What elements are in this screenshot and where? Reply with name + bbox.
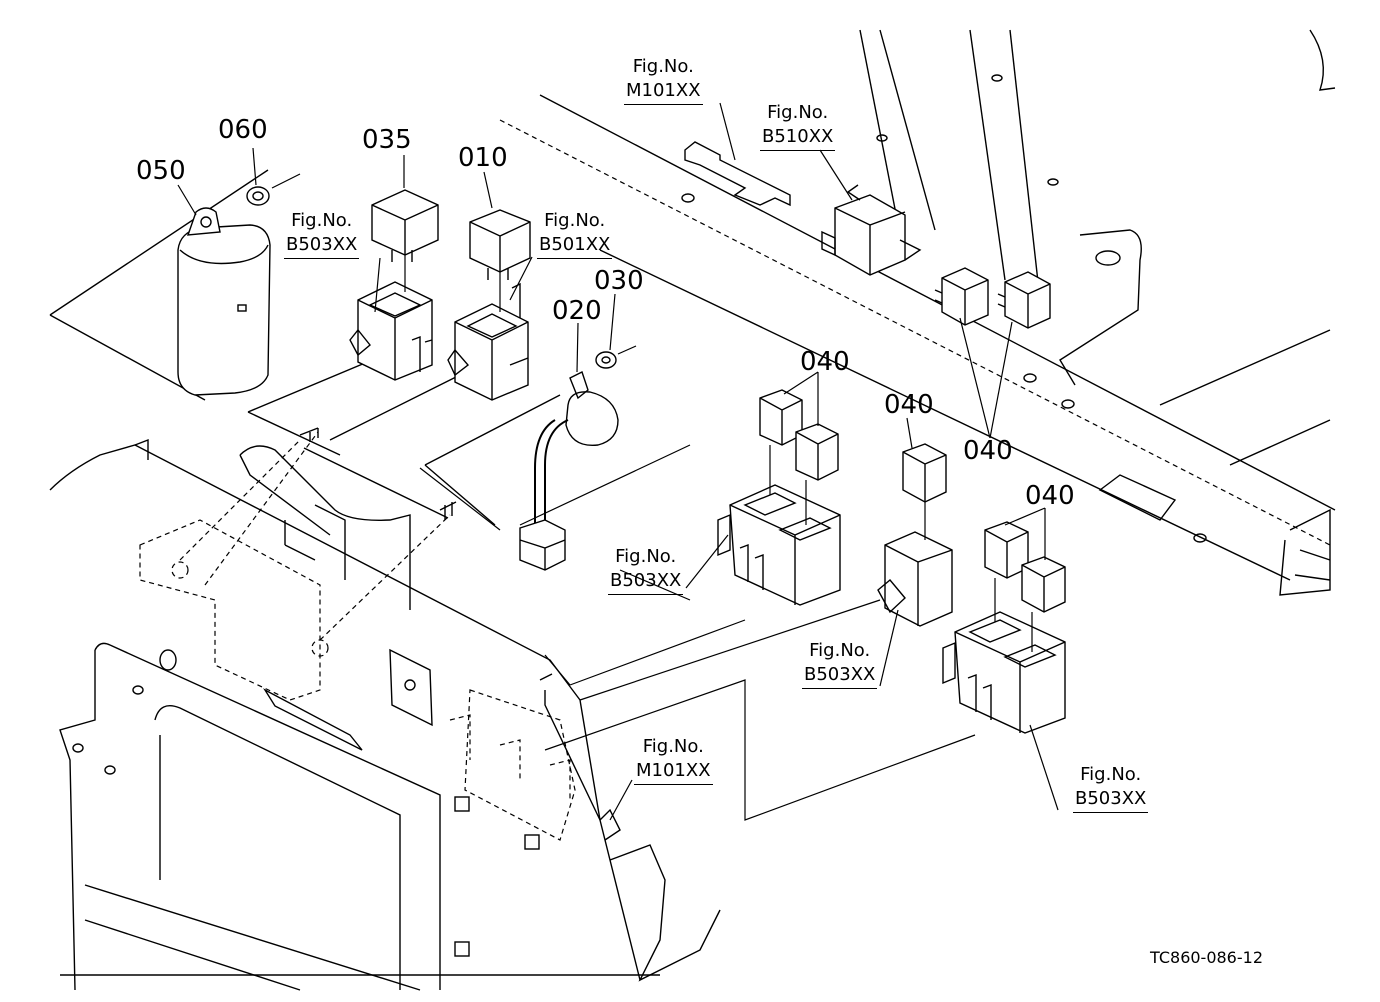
placement-lines xyxy=(404,255,1033,821)
fig-ref-b510: Fig.No. B510XX xyxy=(760,101,836,151)
relay-socket-b501 xyxy=(447,282,529,401)
fig-label: Fig.No. xyxy=(615,546,677,567)
fig-ref-m101-top: Fig.No. M101XX xyxy=(624,55,703,105)
fig-code: B501XX xyxy=(537,233,613,259)
fig-label: Fig.No. xyxy=(809,640,871,661)
part-number-030: 030 xyxy=(594,266,644,296)
fig-code: B503XX xyxy=(284,233,360,259)
fig-label: Fig.No. xyxy=(544,210,606,231)
relay-board-outline xyxy=(49,169,561,526)
fig-ref-b503-left: Fig.No. B503XX xyxy=(608,545,684,595)
lower-panel xyxy=(49,438,721,991)
fig-label: Fig.No. xyxy=(1080,764,1142,785)
fig-ref-b503-right: Fig.No. B503XX xyxy=(1073,763,1149,813)
relay-socket-b503-left xyxy=(717,484,841,606)
part-number-060: 060 xyxy=(218,115,268,145)
relay-on-frame-2 xyxy=(997,271,1051,329)
relay-040-pair-right xyxy=(984,521,1066,613)
relay-socket-b503-right xyxy=(942,611,1066,734)
part-number-020: 020 xyxy=(552,296,602,326)
fig-ref-m101-bottom: Fig.No. M101XX xyxy=(634,735,713,785)
nut-030 xyxy=(595,345,637,369)
fig-label: Fig.No. xyxy=(632,56,694,77)
relay-socket-b503-top xyxy=(349,281,433,381)
relay-040-pair-left xyxy=(759,389,839,481)
relay-socket-b503-mid xyxy=(877,531,953,627)
fig-label: Fig.No. xyxy=(291,210,353,231)
part-number-040-frame: 040 xyxy=(963,436,1013,466)
part-number-010: 010 xyxy=(458,143,508,173)
leader-lines xyxy=(177,102,1059,821)
relay-035 xyxy=(371,189,439,262)
sensor-020 xyxy=(519,371,619,571)
part-number-040-left: 040 xyxy=(800,347,850,377)
part-number-040-right: 040 xyxy=(1025,481,1075,511)
part-number-035: 035 xyxy=(362,125,412,155)
fig-label: Fig.No. xyxy=(642,736,704,757)
fig-code: B503XX xyxy=(608,569,684,595)
drawing-id: TC860-086-12 xyxy=(1150,948,1263,967)
part-number-050: 050 xyxy=(136,156,186,186)
part-number-040-middle: 040 xyxy=(884,390,934,420)
flasher-unit-050 xyxy=(177,207,271,396)
harness-bracket-top xyxy=(684,141,791,207)
fig-code: B510XX xyxy=(760,125,836,151)
relay-010 xyxy=(469,209,531,280)
fig-label: Fig.No. xyxy=(767,102,829,123)
frame-crossmember xyxy=(499,29,1336,596)
fig-ref-b503-mid: Fig.No. B503XX xyxy=(802,639,878,689)
fig-ref-b503-top: Fig.No. B503XX xyxy=(284,209,360,259)
fig-ref-b501: Fig.No. B501XX xyxy=(537,209,613,259)
fig-code: M101XX xyxy=(634,759,713,785)
relay-holder-b510 xyxy=(821,184,922,276)
fig-code: B503XX xyxy=(802,663,878,689)
fig-code: B503XX xyxy=(1073,787,1149,813)
nut-060 xyxy=(246,173,301,206)
relay-on-frame-1 xyxy=(934,267,989,326)
relay-040-single xyxy=(902,443,947,503)
fig-code: M101XX xyxy=(624,79,703,105)
